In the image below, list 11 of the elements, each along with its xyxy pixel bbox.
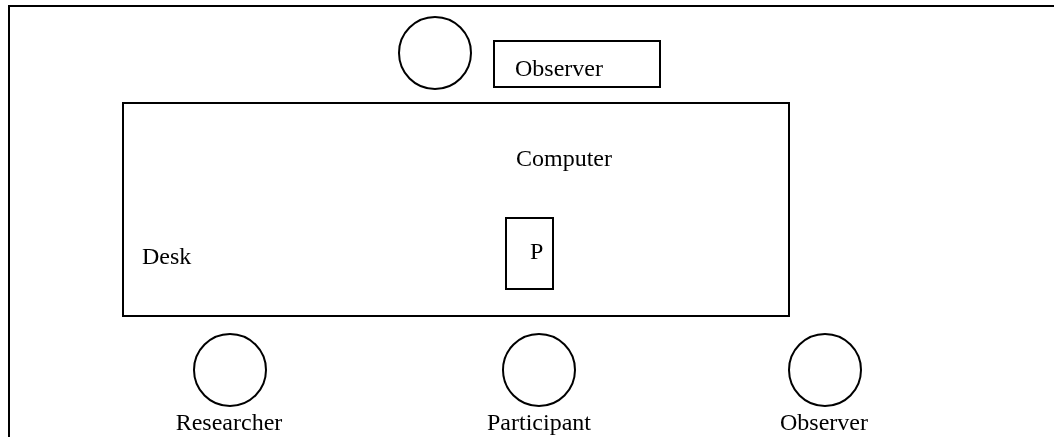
text-label: P — [530, 239, 544, 263]
label-box — [493, 40, 661, 88]
text-label: Computer — [516, 146, 612, 170]
text-label: Desk — [142, 244, 192, 268]
role-label: Observer — [780, 410, 868, 434]
room-outline — [8, 5, 1054, 437]
role-label: Participant — [487, 410, 591, 434]
p-box — [505, 217, 554, 290]
desk-rect — [122, 102, 790, 317]
role-label: Researcher — [175, 410, 283, 434]
text-label: Observer — [515, 56, 603, 80]
